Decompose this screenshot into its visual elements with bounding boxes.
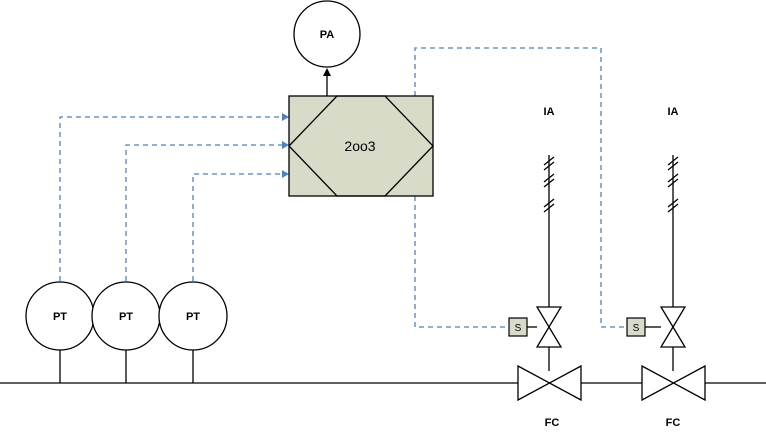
signal-line-pt1 xyxy=(59,116,282,281)
solenoid-valve-body xyxy=(659,306,687,348)
signal-line-sov1 xyxy=(414,196,509,328)
transmitter-3: PT xyxy=(158,281,228,383)
pneumatic-signal-marks xyxy=(667,156,679,213)
solenoid-label: S xyxy=(515,323,522,334)
control-valve-body xyxy=(641,364,706,402)
signal-lines xyxy=(59,47,627,328)
logic-solver: 2oo3 xyxy=(288,95,434,197)
transmitter-1: PT xyxy=(25,281,95,383)
solenoid-label: S xyxy=(633,323,640,334)
pneumatic-signal-marks xyxy=(543,156,555,213)
signal-line-pt2 xyxy=(125,144,282,281)
signal-line-pt3 xyxy=(192,173,282,281)
signal-arrowheads xyxy=(282,113,289,178)
fail-action-label: FC xyxy=(545,417,560,429)
logic-solver-diamond xyxy=(288,95,434,197)
alarm-circle xyxy=(293,0,361,68)
signal-line-sov2 xyxy=(414,47,627,328)
transmitter-2: PT xyxy=(91,281,161,383)
valve-assembly-2: IA S FC xyxy=(626,106,706,429)
control-valve-body xyxy=(517,364,582,402)
logic-solver-label: 2oo3 xyxy=(344,138,375,154)
air-supply-label: IA xyxy=(668,106,679,118)
pressure-alarm: PA xyxy=(293,0,361,68)
solenoid-valve-body xyxy=(535,306,563,348)
transmitter-label: PT xyxy=(119,311,133,323)
transmitter-circle xyxy=(158,281,228,351)
alarm-label: PA xyxy=(320,29,335,41)
valve-assembly-1: IA S FC xyxy=(508,106,582,429)
transmitter-label: PT xyxy=(186,311,200,323)
transmitter-label: PT xyxy=(53,311,67,323)
fail-action-label: FC xyxy=(666,417,681,429)
air-supply-label: IA xyxy=(544,106,555,118)
